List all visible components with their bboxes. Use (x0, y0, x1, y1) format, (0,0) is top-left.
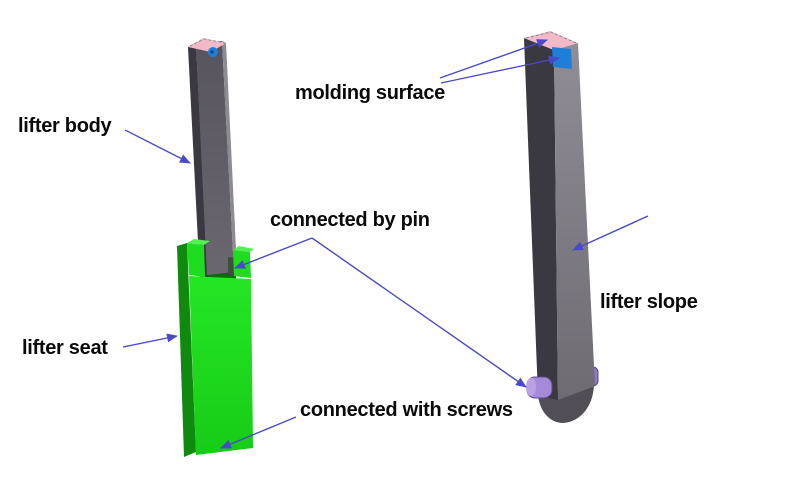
arrow-pin-left (234, 237, 313, 269)
arrow-screws (220, 416, 297, 449)
lifter-seat-left-ear-top (187, 239, 210, 245)
lifter-slope-side-face (524, 38, 558, 400)
molding-surface-label: molding surface (295, 82, 445, 104)
arrow-molding-surface-hole (440, 55, 560, 84)
connected-with-screws-label: connected with screws (300, 399, 513, 421)
arrow-lifter-slope (572, 215, 649, 251)
lifter-seat-left-ear-front (187, 243, 205, 277)
lifter-seat-right-ear-front (233, 250, 251, 278)
lifter-seat-label: lifter seat (22, 337, 108, 359)
lifter-body-side-face (188, 44, 208, 281)
arrow-lifter-body (124, 129, 191, 164)
lifter-body-front-face (196, 41, 234, 275)
lifter-slope-screw-hole-icon (552, 47, 572, 69)
lifter-body-edge-highlight (222, 41, 237, 272)
lifter-body-screw-hole-center (210, 50, 214, 54)
callout-arrows (122, 39, 649, 449)
lifter-slope-top-hidden-edge (525, 31, 577, 44)
lifter-body-top-hidden-edge (189, 38, 226, 47)
arrow-pin-right (311, 237, 527, 388)
connected-by-pin-label: connected by pin (270, 209, 430, 231)
lifter-seat-right-ear-top (233, 246, 254, 252)
lifter-slope-front-face (554, 43, 595, 400)
lifter-slope-shape (524, 31, 599, 423)
lifter-body-label: lifter body (18, 115, 112, 137)
arrow-lifter-seat (122, 333, 178, 348)
arrow-molding-surface-top (439, 39, 548, 79)
lifter-slope-label: lifter slope (600, 291, 698, 313)
lifter-seat-front-face (189, 276, 253, 455)
slope-pin-left (526, 376, 553, 399)
lifter-seat-side-face (177, 243, 196, 457)
lifter-body-shape (188, 38, 237, 281)
